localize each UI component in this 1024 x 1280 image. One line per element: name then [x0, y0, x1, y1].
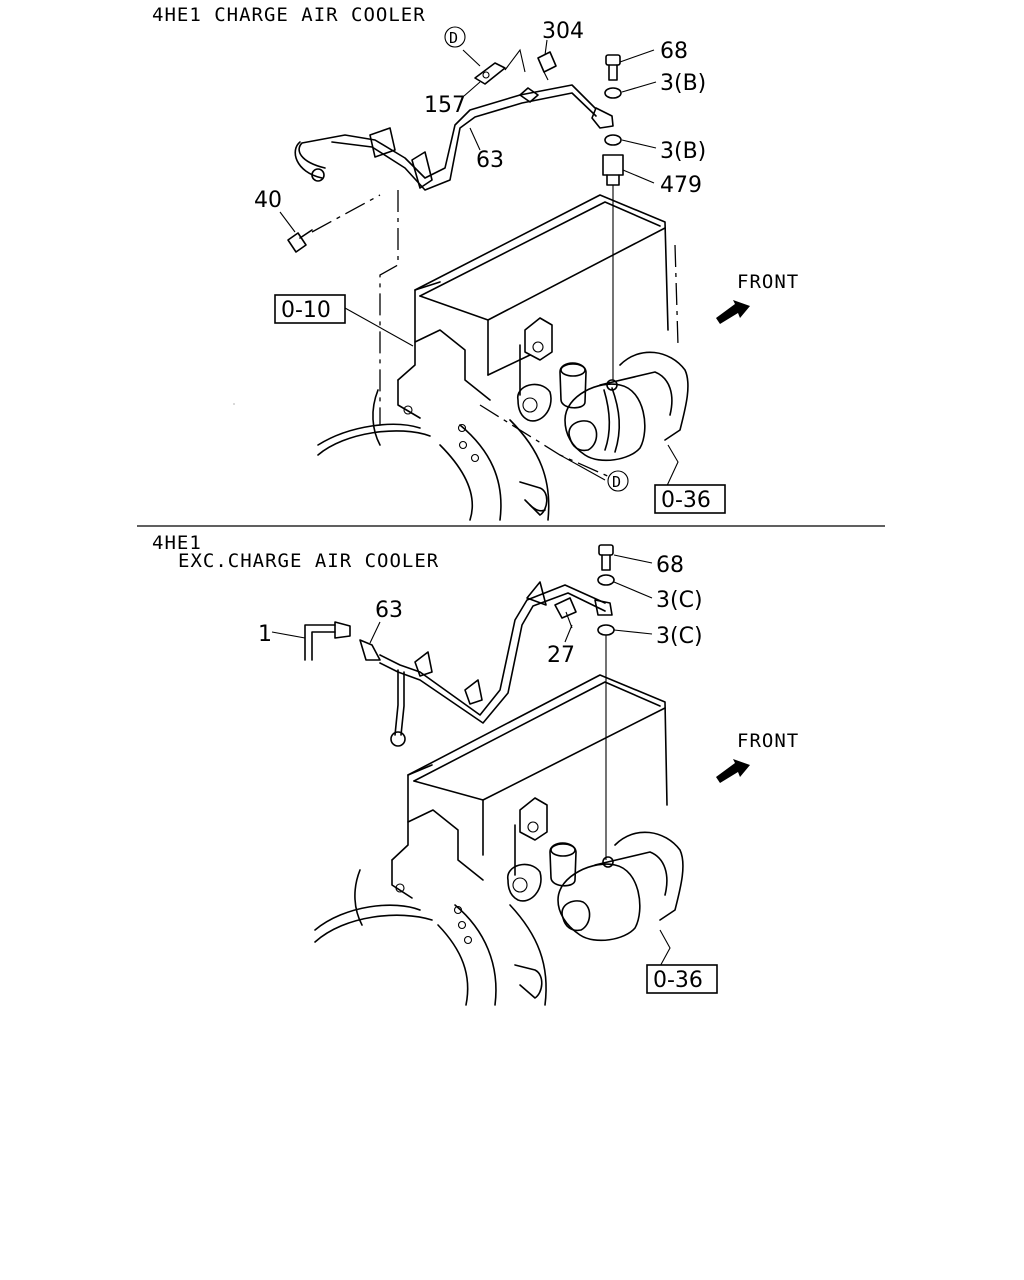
callout-27: 27: [547, 643, 575, 668]
callout-1: 1: [258, 622, 272, 647]
callout-304: 304: [542, 19, 584, 44]
bolt-40: [287, 194, 381, 253]
bolt-27: [554, 597, 577, 629]
engine-assembly-drawing: [233, 194, 689, 521]
marker-d-circle: [444, 26, 466, 48]
engine-assembly-drawing-2: [314, 674, 684, 1006]
section-title-line2: EXC.CHARGE AIR COOLER: [178, 550, 439, 572]
oil-pipe-assembly-2: [304, 581, 613, 747]
ref-0-36-top: 0-36: [661, 488, 711, 513]
section-title-line1: 4HE1: [152, 532, 202, 554]
front-label-top: FRONT: [737, 271, 799, 293]
callout-63-b: 63: [375, 598, 403, 623]
callout-3c-lower: 3(C): [656, 624, 703, 649]
callout-157: 157: [424, 93, 466, 118]
marker-d-lower-circle: [607, 470, 629, 492]
ref-0-36-bottom: 0-36: [653, 968, 703, 993]
clip-157: [474, 48, 526, 85]
marker-d-lower: D: [612, 473, 621, 491]
ref-0-10: 0-10: [281, 298, 331, 323]
bolt-304: [537, 51, 557, 81]
ref-box-0-10: [274, 294, 346, 324]
callout-68: 68: [660, 39, 688, 64]
front-label-bottom: FRONT: [737, 730, 799, 752]
section-title: 4HE1 CHARGE AIR COOLER: [152, 4, 426, 26]
front-arrow-icon-2: [716, 759, 750, 783]
callout-3b-upper: 3(B): [660, 71, 706, 96]
ref-box-0-36-top: [654, 484, 726, 514]
front-arrow-icon: [716, 300, 750, 324]
callout-3b-lower: 3(B): [660, 139, 706, 164]
marker-d-top: D: [449, 29, 458, 47]
bolt-stack-right-2: [597, 544, 615, 860]
callout-3c-upper: 3(C): [656, 588, 703, 613]
section-exc-charge-air-cooler: 4HE1 EXC.CHARGE AIR COOLER: [152, 532, 799, 1006]
oil-pipe-assembly: [294, 84, 614, 191]
ref-box-0-36-bottom: [646, 964, 718, 994]
callout-68-b: 68: [656, 553, 684, 578]
callout-479: 479: [660, 173, 702, 198]
locator-dashed-line: [379, 190, 399, 425]
callout-63: 63: [476, 148, 504, 173]
section-charge-air-cooler: 4HE1 CHARGE AIR COOLER: [152, 4, 799, 521]
callout-40: 40: [254, 188, 282, 213]
bolt-stack-right: [602, 54, 624, 380]
